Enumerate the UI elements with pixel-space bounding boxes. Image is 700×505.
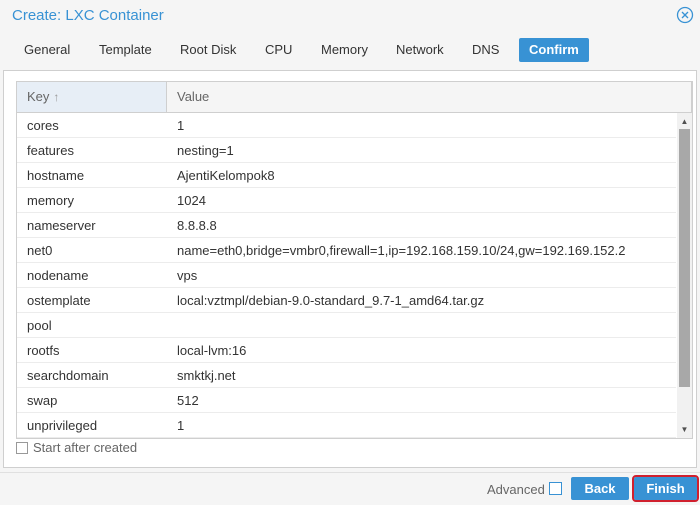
tab-template[interactable]: Template (99, 42, 152, 57)
scroll-up-icon[interactable]: ▲ (680, 117, 689, 126)
table-row[interactable]: searchdomain smktkj.net (17, 363, 676, 388)
start-after-created-option[interactable]: Start after created (16, 440, 137, 456)
dialog-footer: Advanced Back Finish (0, 472, 700, 505)
row-key: swap (27, 393, 58, 408)
vertical-scrollbar[interactable]: ▲ ▼ (677, 113, 692, 438)
table-row[interactable]: net0 name=eth0,bridge=vmbr0,firewall=1,ip… (17, 238, 676, 263)
table-row[interactable]: memory 1024 (17, 188, 676, 213)
row-value: 512 (177, 393, 199, 408)
row-key: searchdomain (27, 368, 109, 383)
row-value: name=eth0,bridge=vmbr0,firewall=1,ip=192… (177, 243, 626, 258)
table-row[interactable]: swap 512 (17, 388, 676, 413)
grid-body[interactable]: cores 1 features nesting=1 hostname AjentiK… (17, 113, 676, 438)
tab-general[interactable]: General (24, 42, 71, 57)
summary-grid: Key↑ Value cores 1 features nesting=1 host… (16, 81, 693, 439)
scroll-down-icon[interactable]: ▼ (680, 425, 689, 434)
row-key: unprivileged (27, 418, 98, 433)
advanced-checkbox[interactable] (549, 482, 562, 495)
row-value: 8.8.8.8 (177, 218, 217, 233)
confirm-panel: Key↑ Value cores 1 features nesting=1 host… (3, 70, 697, 468)
advanced-label: Advanced (487, 482, 545, 497)
window-title: Create: LXC Container (12, 7, 164, 24)
row-key: net0 (27, 243, 53, 258)
table-row[interactable]: cores 1 (17, 113, 676, 138)
row-key: nameserver (27, 218, 96, 233)
finish-button[interactable]: Finish (632, 475, 699, 502)
row-value: vps (177, 268, 198, 283)
table-row[interactable]: unprivileged 1 (17, 413, 676, 438)
column-header-value[interactable]: Value (167, 82, 692, 112)
row-key: memory (27, 193, 74, 208)
column-header-key-label: Key (27, 89, 50, 104)
table-row[interactable]: pool (17, 313, 676, 338)
sort-ascending-icon: ↑ (53, 90, 60, 104)
grid-header: Key↑ Value (17, 82, 692, 113)
tab-cpu[interactable]: CPU (265, 42, 293, 57)
row-key: ostemplate (27, 293, 91, 308)
row-value: nesting=1 (177, 143, 234, 158)
row-value: AjentiKelompok8 (177, 168, 275, 183)
start-after-created-checkbox[interactable] (16, 442, 28, 454)
table-row[interactable]: hostname AjentiKelompok8 (17, 163, 676, 188)
row-key: cores (27, 118, 59, 133)
row-key: pool (27, 318, 52, 333)
tab-bar: General Template Root Disk CPU Memory Ne… (0, 32, 700, 70)
column-header-value-label: Value (177, 89, 210, 104)
row-key: nodename (27, 268, 89, 283)
row-value: local-lvm:16 (177, 343, 247, 358)
table-row[interactable]: features nesting=1 (17, 138, 676, 163)
scrollbar-thumb[interactable] (679, 129, 690, 387)
window-titlebar: Create: LXC Container (0, 0, 700, 30)
table-row[interactable]: ostemplate local:vztmpl/debian-9.0-standa… (17, 288, 676, 313)
tab-network[interactable]: Network (396, 42, 444, 57)
row-value: 1 (177, 118, 185, 133)
row-value: local:vztmpl/debian-9.0-standard_9.7-1_a… (177, 293, 485, 308)
row-key: rootfs (27, 343, 60, 358)
tab-root-disk[interactable]: Root Disk (180, 42, 237, 57)
row-value: 1024 (177, 193, 206, 208)
tab-dns[interactable]: DNS (472, 42, 500, 57)
row-key: hostname (27, 168, 85, 183)
table-row[interactable]: nameserver 8.8.8.8 (17, 213, 676, 238)
row-value: 1 (177, 418, 185, 433)
close-icon[interactable] (676, 6, 694, 24)
start-after-created-label: Start after created (33, 440, 138, 455)
tab-confirm[interactable]: Confirm (519, 38, 589, 62)
table-row[interactable]: nodename vps (17, 263, 676, 288)
tab-memory[interactable]: Memory (321, 42, 368, 57)
row-value: smktkj.net (177, 368, 236, 383)
column-header-key[interactable]: Key↑ (17, 82, 167, 112)
table-row[interactable]: rootfs local-lvm:16 (17, 338, 676, 363)
row-key: features (27, 143, 74, 158)
back-button[interactable]: Back (571, 477, 629, 500)
